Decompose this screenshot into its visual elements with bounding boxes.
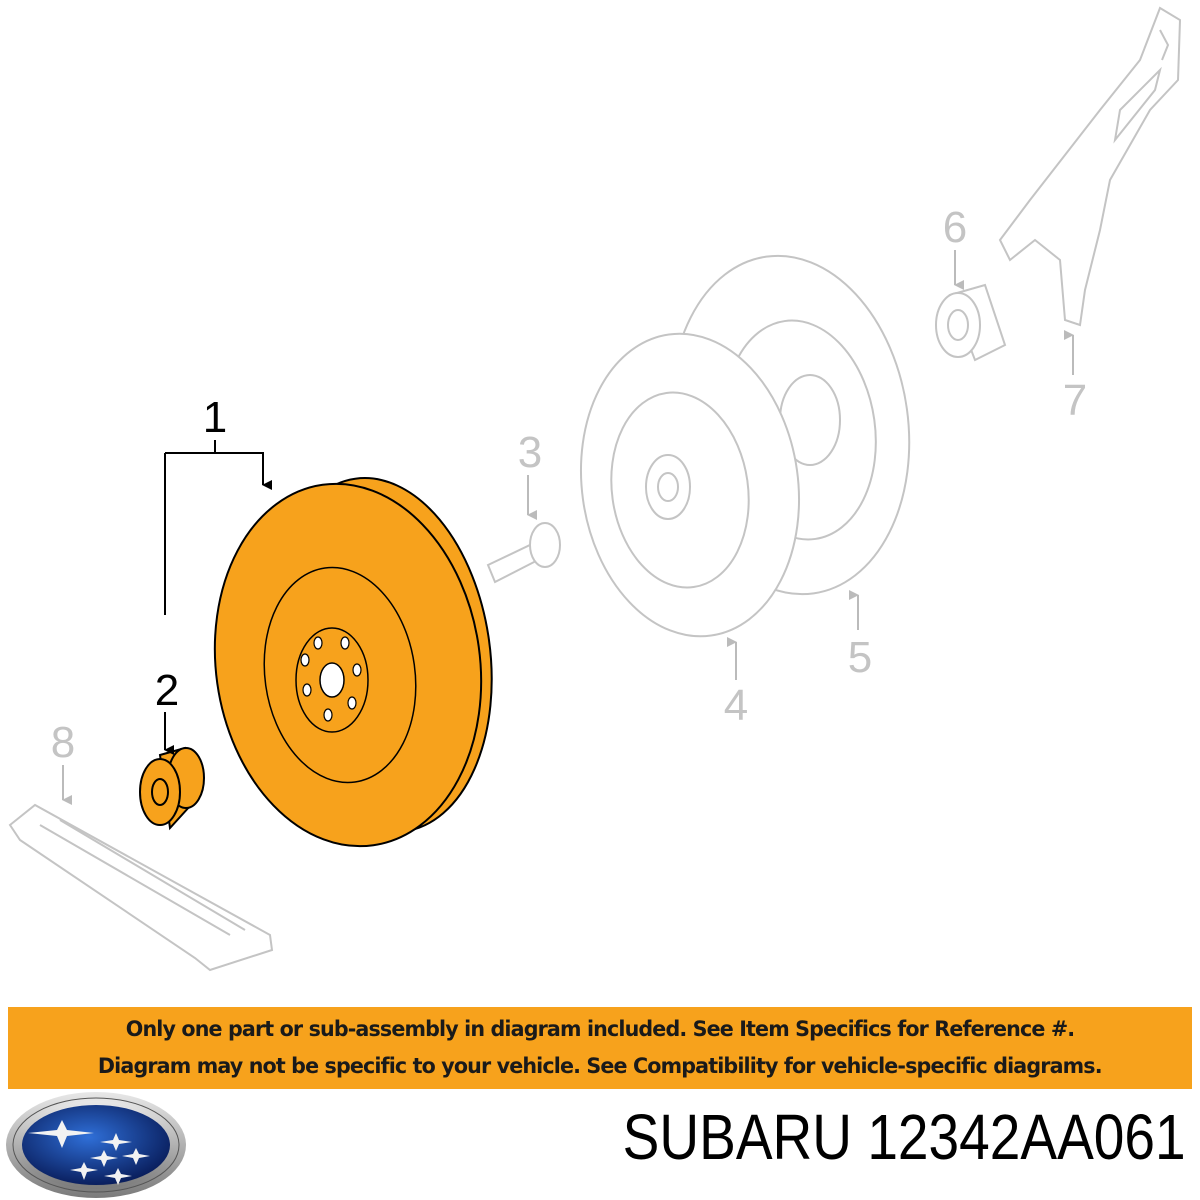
callout-6: 6 <box>943 203 967 252</box>
subaru-logo <box>6 1092 186 1198</box>
callout-1: 1 <box>203 393 227 442</box>
notice-banner: Only one part or sub-assembly in diagram… <box>8 1007 1192 1089</box>
callout-5: 5 <box>848 633 872 682</box>
part-8-plate <box>8 803 274 972</box>
callout-3: 3 <box>518 428 542 477</box>
part-2-pilot-bearing <box>139 746 205 831</box>
parts-diagram: 1 2 3 4 5 6 7 8 <box>8 6 1182 972</box>
part-1-flywheel <box>213 477 493 848</box>
notice-line-1: Only one part or sub-assembly in diagram… <box>125 1017 1075 1042</box>
callout-1-leader <box>165 440 263 485</box>
callout-4: 4 <box>724 681 748 730</box>
notice-line-2: Diagram may not be specific to your vehi… <box>98 1054 1103 1079</box>
stars-icon <box>28 1120 150 1185</box>
part-4-clutch-disc <box>579 332 801 638</box>
part-6-release-bearing <box>935 283 1007 362</box>
part-title: SUBARU 12342AA061 <box>623 1101 1186 1173</box>
part-7-bracket <box>998 6 1182 327</box>
callout-7: 7 <box>1063 376 1087 425</box>
callout-2: 2 <box>155 666 179 715</box>
callout-8: 8 <box>51 718 75 767</box>
part-3-bolt <box>486 522 561 584</box>
